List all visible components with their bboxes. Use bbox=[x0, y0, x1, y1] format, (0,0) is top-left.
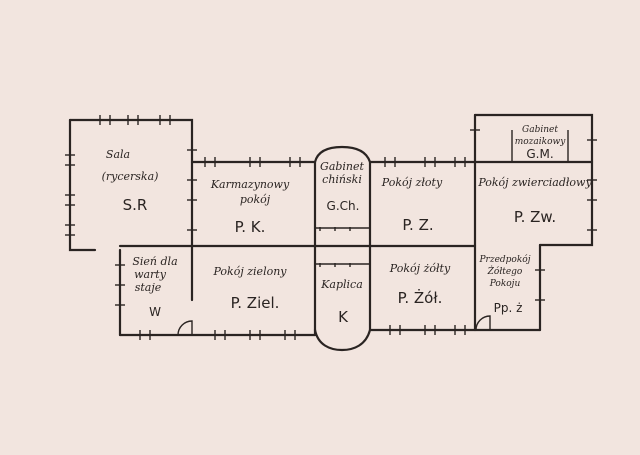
pokoj-zloty-label: Pokój złoty bbox=[381, 176, 443, 189]
pokoj-zolty-label: Pokój żółty bbox=[389, 262, 451, 275]
gabinet-chinski-abbr: G.Ch. bbox=[327, 199, 360, 213]
sien-abbr: W bbox=[149, 305, 161, 319]
gabinet-chinski-line1: Gabinet bbox=[320, 160, 364, 173]
pokoj-zielony-label: Pokój zielony bbox=[212, 265, 287, 278]
przedpokoj-line1: Przedpokój bbox=[478, 254, 530, 265]
karmazynowy-line1: Karmazynowy bbox=[210, 178, 290, 191]
pokoj-zloty-abbr: P. Z. bbox=[402, 216, 433, 234]
pokoj-zwierciadlowy-abbr: P. Zw. bbox=[514, 208, 556, 226]
gabinet-chinski-line2: chiński bbox=[322, 173, 362, 186]
pokoj-zwierciadlowy-label: Pokój zwierciadłowy bbox=[477, 176, 592, 189]
sala-abbr: S.R bbox=[123, 196, 148, 214]
przedpokoj-line3: Pokoju bbox=[489, 279, 521, 289]
sala-line2: (rycerska) bbox=[102, 170, 159, 183]
window-marks bbox=[65, 115, 597, 340]
karmazynowy-abbr: P. K. bbox=[235, 218, 266, 236]
room-labels: Sala (rycerska) S.R Karmazynowy pokój P.… bbox=[102, 125, 593, 326]
sien-line3: staje bbox=[135, 281, 162, 294]
door-arc-sien bbox=[177, 320, 193, 336]
kaplica-abbr: K bbox=[338, 308, 349, 326]
pokoj-zolty-abbr: P. Żół. bbox=[398, 288, 443, 307]
inner-walls bbox=[118, 130, 594, 352]
gabinet-mozaikowy-abbr: G.M. bbox=[526, 147, 553, 161]
gabinet-mozaikowy-line2: mozaikowy bbox=[515, 137, 567, 147]
sien-line1: Sień dla bbox=[132, 255, 177, 268]
przedpokoj-line2: Żółtego bbox=[487, 265, 523, 277]
pokoj-zielony-abbr: P. Ziel. bbox=[231, 294, 280, 312]
gabinet-mozaikowy-line1: Gabinet bbox=[522, 125, 558, 135]
przedpokoj-abbr: Pp. ż bbox=[494, 301, 523, 315]
door-arc-przedpokoj bbox=[475, 315, 491, 331]
sala-line1: Sala bbox=[106, 148, 130, 161]
karmazynowy-line2: pokój bbox=[240, 193, 271, 206]
kaplica-label: Kaplica bbox=[320, 278, 363, 291]
sien-line2: warty bbox=[134, 268, 167, 281]
